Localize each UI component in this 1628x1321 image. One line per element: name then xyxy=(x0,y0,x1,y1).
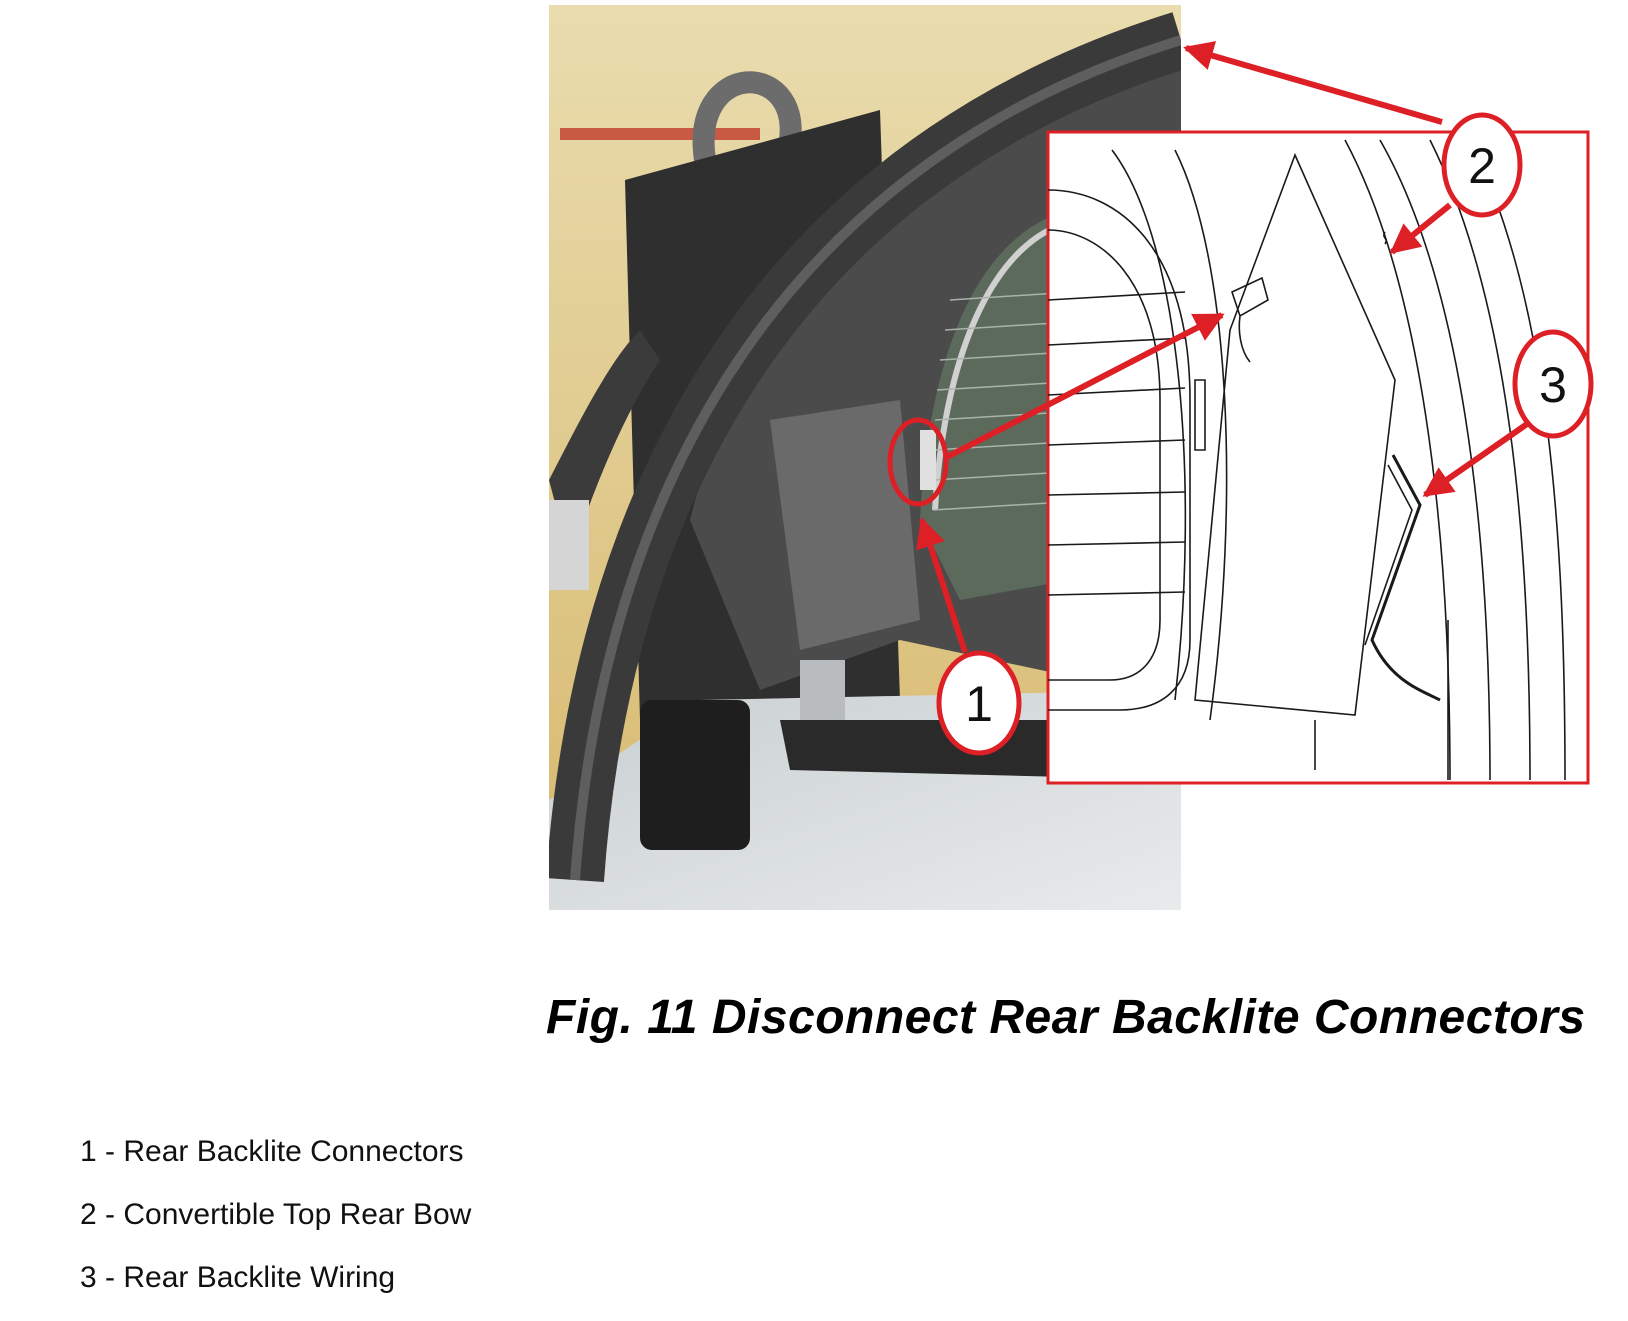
figure-caption: Fig. 11 Disconnect Rear Backlite Connect… xyxy=(546,991,1586,1044)
inset-diagram xyxy=(1046,130,1590,785)
connector-highlight-circle xyxy=(887,417,949,507)
legend-list: 1 - Rear Backlite Connectors 2 - Convert… xyxy=(80,1132,471,1321)
callout-arrows xyxy=(916,41,1542,653)
callout-2: 2 xyxy=(1441,112,1523,218)
callout-1-label: 1 xyxy=(965,676,993,732)
callout-3: 3 xyxy=(1512,329,1594,439)
callout-3-label: 3 xyxy=(1539,357,1567,413)
legend-item-2: 2 - Convertible Top Rear Bow xyxy=(80,1198,472,1231)
legend-item-1: 1 - Rear Backlite Connectors xyxy=(80,1135,464,1168)
legend-item-3: 3 - Rear Backlite Wiring xyxy=(80,1261,396,1294)
figure-illustration: 1 2 3 xyxy=(549,5,1594,910)
callout-2-label: 2 xyxy=(1468,138,1496,194)
callout-1: 1 xyxy=(936,650,1022,756)
